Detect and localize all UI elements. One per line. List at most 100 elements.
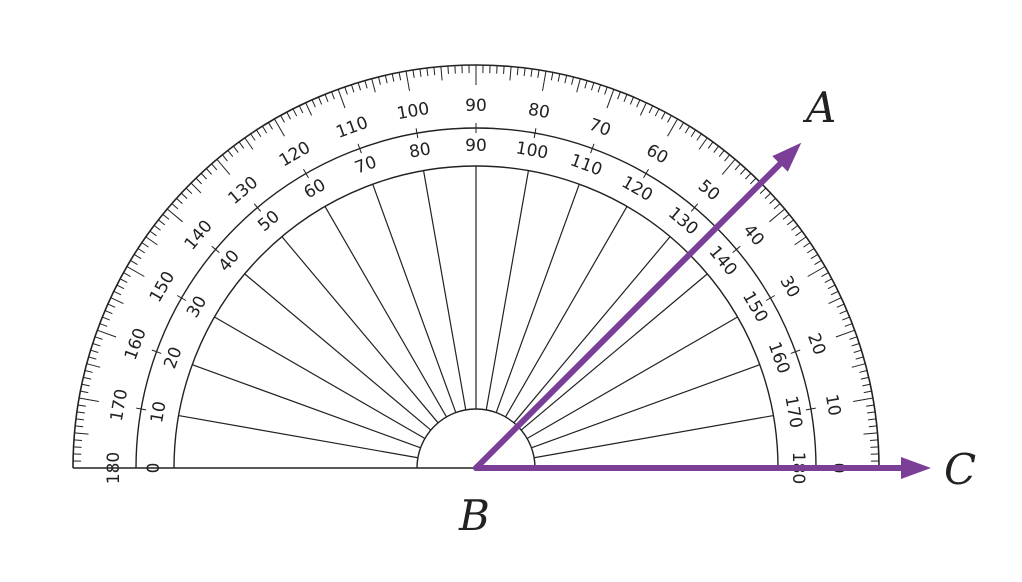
degree-tick (84, 370, 93, 373)
degree-tick (810, 254, 819, 260)
degree-tick (166, 208, 183, 223)
outer-scale-label: 90 (465, 96, 487, 116)
degree-tick (827, 284, 836, 290)
degree-tick (141, 242, 149, 248)
ring-tick (643, 168, 649, 179)
degree-tick (773, 203, 781, 210)
degree-tick (104, 310, 113, 315)
outer-scale-label: 30 (775, 273, 803, 302)
degree-tick (830, 290, 839, 296)
degree-tick (824, 278, 833, 284)
outer-scale-label: 160 (121, 326, 151, 363)
degree-tick (344, 86, 348, 95)
degree-tick (851, 342, 860, 347)
inner-scale-label: 120 (618, 172, 656, 206)
degree-tick (853, 349, 862, 353)
outer-scale-label: 170 (107, 387, 132, 422)
inner-scale-label: 50 (254, 207, 283, 236)
ring-tick (415, 128, 419, 139)
radial-line (178, 414, 419, 459)
radial-line (324, 206, 448, 418)
degree-tick (867, 411, 876, 414)
degree-tick (216, 158, 231, 175)
inner-scale-label: 40 (215, 246, 244, 275)
ring-tick (590, 143, 595, 154)
ring-tick (253, 203, 262, 212)
inner-scale-label: 30 (183, 293, 211, 322)
radial-line (520, 273, 708, 431)
degree-tick (617, 91, 621, 100)
outer-scale-label: 180 (104, 452, 124, 484)
degree-tick (371, 78, 376, 93)
degree-tick (318, 96, 323, 105)
degree-tick (162, 213, 170, 220)
point-label-c: C (944, 445, 976, 494)
degree-tick (123, 272, 131, 277)
degree-tick (398, 72, 402, 81)
degree-tick (867, 418, 877, 421)
degree-tick (550, 72, 554, 81)
inner-scale-label: 160 (764, 339, 794, 376)
degree-tick (74, 432, 89, 435)
degree-tick (863, 432, 878, 435)
ring-tick (303, 168, 309, 179)
degree-tick (92, 342, 101, 347)
degree-tick (250, 133, 256, 141)
ring-tick (732, 245, 741, 254)
inner-scale-label: 60 (301, 175, 330, 203)
degree-tick (862, 383, 871, 387)
degree-tick (86, 363, 101, 368)
outer-scale-label: 60 (643, 140, 672, 168)
radial-line (504, 206, 628, 418)
degree-tick (516, 67, 519, 76)
radial-line (495, 184, 580, 413)
outer-scale-label: 20 (803, 331, 829, 358)
degree-tick (769, 197, 776, 205)
degree-tick (324, 94, 329, 102)
degree-tick (200, 172, 207, 180)
ring-tick (136, 407, 147, 411)
degree-tick (149, 230, 157, 237)
degree-tick (707, 141, 714, 149)
degree-tick (76, 411, 85, 414)
degree-tick (769, 208, 786, 223)
angle-rays (473, 142, 931, 479)
degree-tick (807, 248, 815, 254)
degree-tick (391, 73, 395, 82)
inner-scale-label: 90 (465, 136, 487, 156)
inner-scale-label: 0 (144, 463, 164, 474)
degree-tick (868, 425, 877, 428)
radial-line (422, 170, 467, 411)
degree-tick (119, 278, 128, 284)
point-label-b: B (458, 491, 490, 540)
degree-tick (866, 404, 875, 407)
inner-scale-label: 20 (160, 344, 186, 371)
degree-tick (509, 66, 512, 81)
degree-tick (745, 172, 752, 180)
degree-tick (419, 68, 422, 77)
degree-tick (221, 154, 228, 162)
degree-tick (81, 383, 90, 387)
degree-tick (110, 297, 124, 305)
degree-tick (102, 316, 110, 321)
degree-tick (530, 68, 533, 77)
outer-scale-label: 10 (821, 393, 844, 418)
degree-tick (185, 187, 193, 194)
degree-tick (227, 150, 234, 158)
degree-tick (426, 67, 429, 77)
ring-tick (805, 407, 816, 411)
degree-tick (130, 260, 138, 265)
ring-tick (211, 245, 220, 254)
degree-tick (244, 137, 254, 150)
radial-line (214, 316, 426, 440)
degree-tick (713, 145, 719, 153)
outer-scale-label: 50 (694, 176, 723, 205)
ray-ba-arrowhead (772, 142, 802, 172)
degree-tick (859, 370, 868, 373)
degree-tick (77, 404, 86, 407)
degree-tick (195, 177, 202, 185)
ring-tick (176, 295, 187, 301)
radial-line (533, 414, 774, 459)
ray-ba-line (473, 160, 784, 471)
degree-tick (292, 108, 298, 117)
